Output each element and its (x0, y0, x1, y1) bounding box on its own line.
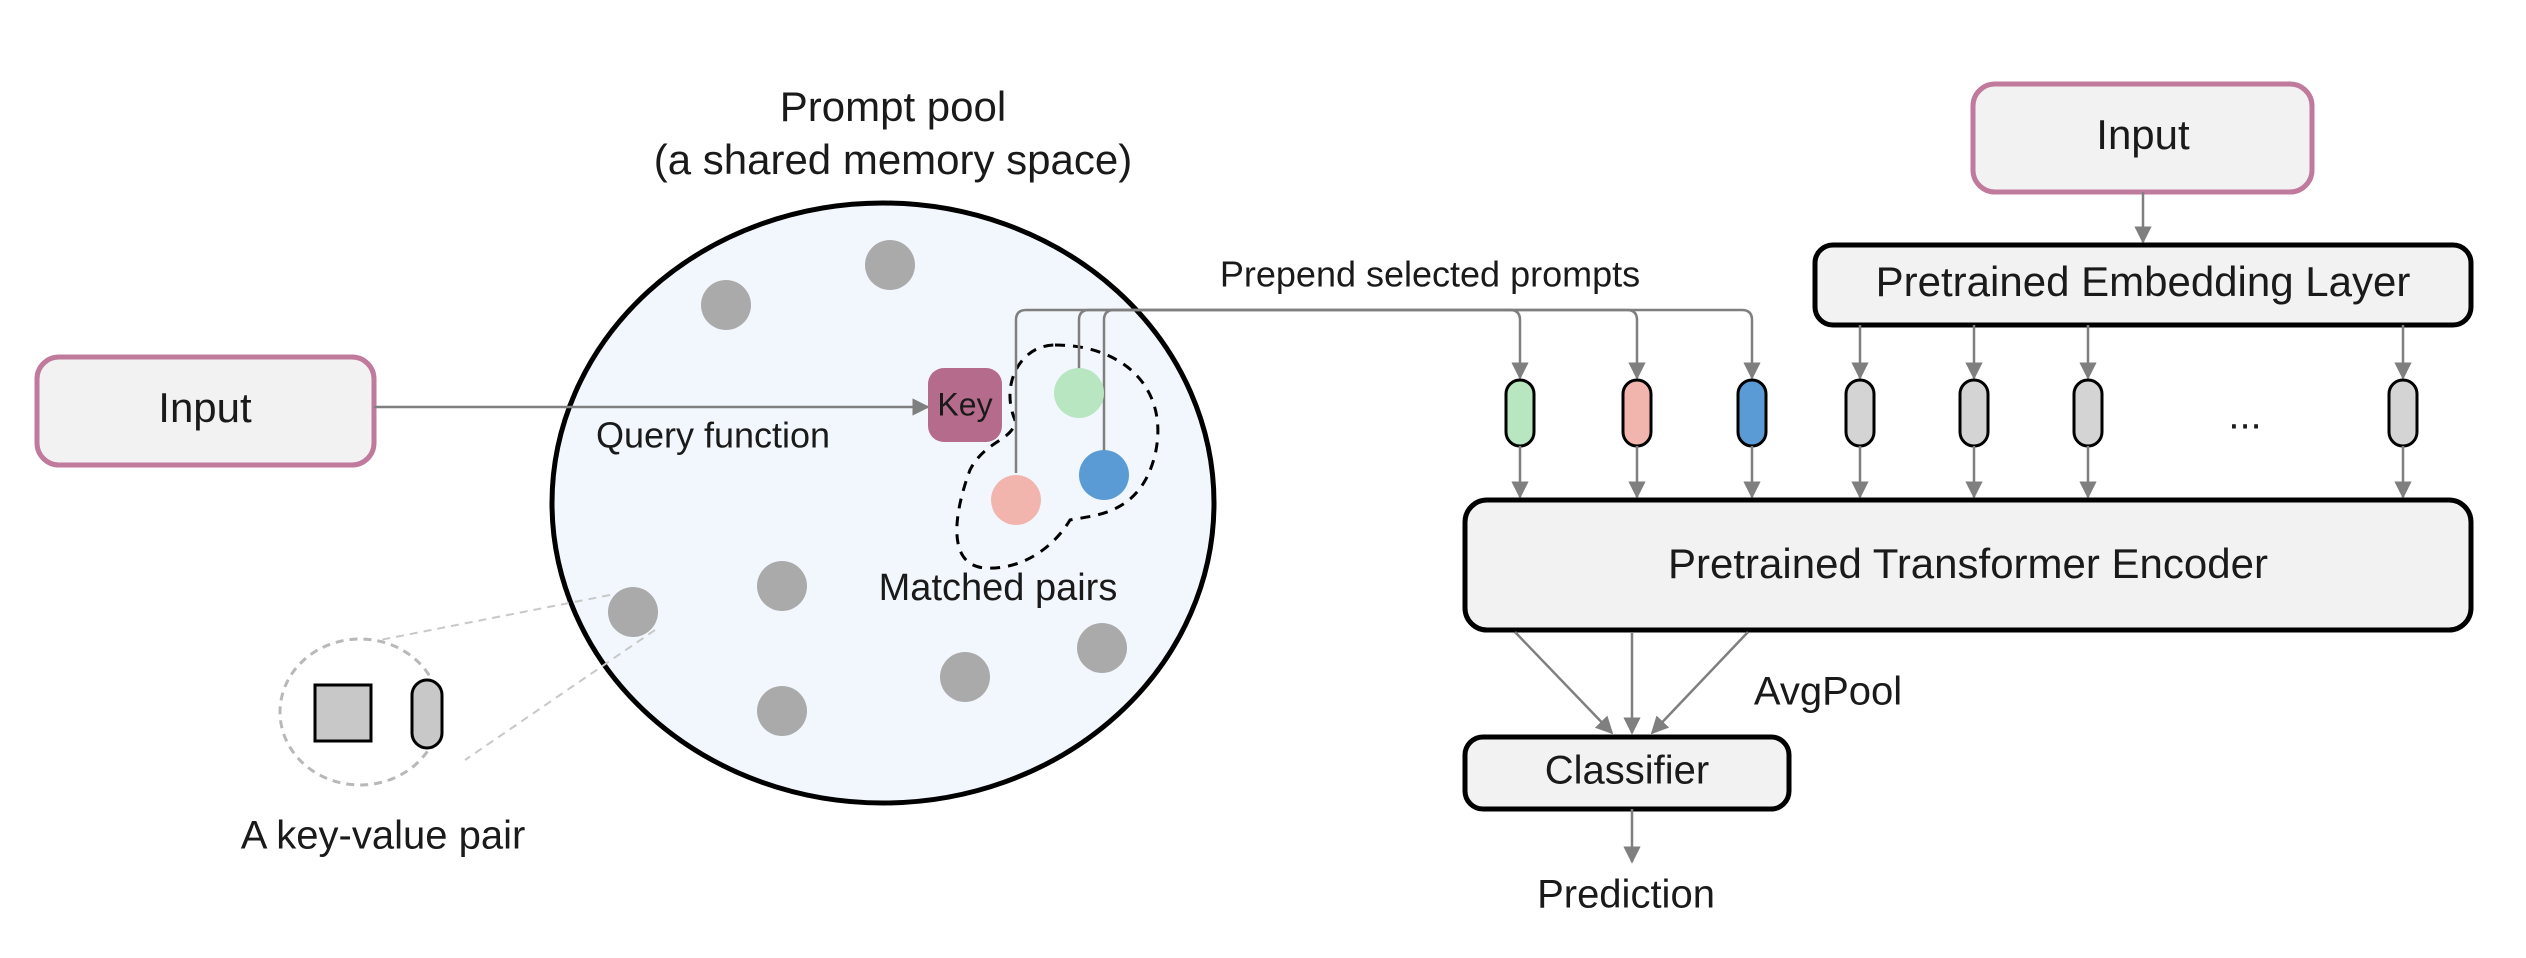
token-prompt-red (1621, 378, 1653, 448)
kv-key-square (313, 683, 373, 743)
token-embedding (2072, 378, 2104, 448)
tokens-ellipsis: ... (2228, 394, 2261, 438)
pool-title-line1: Prompt pool (780, 83, 1006, 130)
token-prompt-green (1504, 378, 1536, 448)
pool-title-line2: (a shared memory space) (654, 136, 1133, 183)
prepend-connectors (1014, 308, 1761, 473)
kv-value-pill (410, 678, 444, 750)
pool-pair-dot (757, 686, 807, 736)
transformer-encoder-label: Pretrained Transformer Encoder (1668, 540, 2268, 587)
left-input-label: Input (158, 384, 252, 431)
pool-pair-dot (865, 240, 915, 290)
pool-pair-dot (940, 652, 990, 702)
prompt-pool-ellipse (549, 200, 1217, 806)
prediction-label: Prediction (1537, 873, 1715, 917)
query-function-label: Query function (596, 415, 830, 456)
key-box (928, 368, 1002, 442)
left-input-box (34, 354, 377, 468)
embedding-to-token-arrows (1851, 325, 2412, 380)
matched-pairs-label: Matched pairs (879, 567, 1118, 609)
avgpool-arrows (1514, 631, 1749, 735)
prepend-label: Prepend selected prompts (1220, 254, 1640, 295)
transformer-encoder-box (1462, 497, 2474, 633)
token-embedding (2387, 378, 2419, 448)
zoom-lines (379, 594, 656, 761)
token-embedding (1844, 378, 1876, 448)
matched-prompt-red-dot (991, 475, 1041, 525)
matched-prompt-blue-dot (1079, 450, 1129, 500)
embedding-layer-label: Pretrained Embedding Layer (1876, 258, 2411, 305)
kv-pair-label: A key-value pair (241, 814, 526, 858)
pool-pair-dot (1077, 623, 1127, 673)
matched-prompt-green-dot (1054, 368, 1104, 418)
avgpool-label: AvgPool (1754, 670, 1902, 714)
pool-pair-dot (608, 587, 658, 637)
pool-pair-dot (701, 280, 751, 330)
token-to-encoder-arrows (1511, 446, 2412, 499)
pool-pair-dot (757, 561, 807, 611)
right-input-label: Input (2096, 111, 2190, 158)
key-label: Key (937, 386, 992, 422)
classifier-label: Classifier (1545, 749, 1709, 793)
token-embedding (1958, 378, 1990, 448)
embedding-layer-box (1812, 242, 2474, 328)
token-prompt-blue (1736, 378, 1768, 448)
classifier-box (1462, 734, 1792, 812)
